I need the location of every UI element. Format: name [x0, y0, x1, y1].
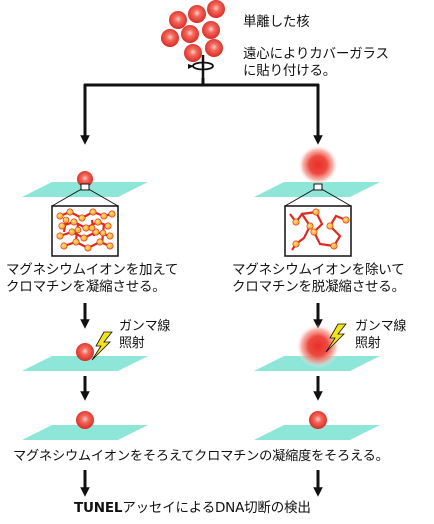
centrifuge-label-line2: に貼り付ける。 [243, 63, 337, 79]
left-equalized-slide [22, 411, 148, 440]
detection-bold: TUNEL [74, 500, 123, 516]
right-step-label-line2: クロマチンを脱凝縮させる。 [232, 279, 405, 295]
right-gamma-label-line1: ガンマ線 [355, 319, 407, 334]
left-irradiation-slide [22, 331, 148, 371]
detection-label: TUNELアッセイによるDNA切断の検出 [74, 500, 311, 517]
decondensed-chromatin [289, 208, 350, 251]
centrifuge-rotation-icon [188, 55, 214, 78]
detection-rest: アッセイによるDNA切断の検出 [122, 500, 311, 516]
left-gamma-label-line2: 照射 [119, 336, 145, 351]
centrifuge-label-line1: 遠心によりカバーガラス [243, 46, 389, 62]
nuclei-label: 単離した核 [243, 14, 310, 30]
equalize-label: マグネシウムイオンをそろえてクロマチンの凝縮度をそろえる。 [13, 449, 389, 464]
right-chromatin-zoom-box [284, 183, 352, 257]
branch-arrows [80, 78, 323, 145]
lightning-icon [91, 331, 113, 361]
right-gamma-label-line2: 照射 [355, 336, 381, 351]
lightning-icon [325, 323, 347, 353]
left-step-label-line2: クロマチンを凝縮させる。 [6, 279, 166, 295]
right-equalized-slide [254, 411, 380, 440]
step-arrows [80, 303, 323, 497]
left-step-label-line1: マグネシウムイオンを加えて [6, 262, 179, 278]
isolated-nuclei [161, 0, 225, 62]
right-irradiation-slide [254, 323, 380, 371]
condensed-chromatin [56, 208, 116, 252]
left-gamma-label-line1: ガンマ線 [119, 319, 171, 334]
right-step-label-line1: マグネシウムイオンを除いて [232, 262, 405, 278]
left-chromatin-zoom-box [51, 183, 119, 257]
